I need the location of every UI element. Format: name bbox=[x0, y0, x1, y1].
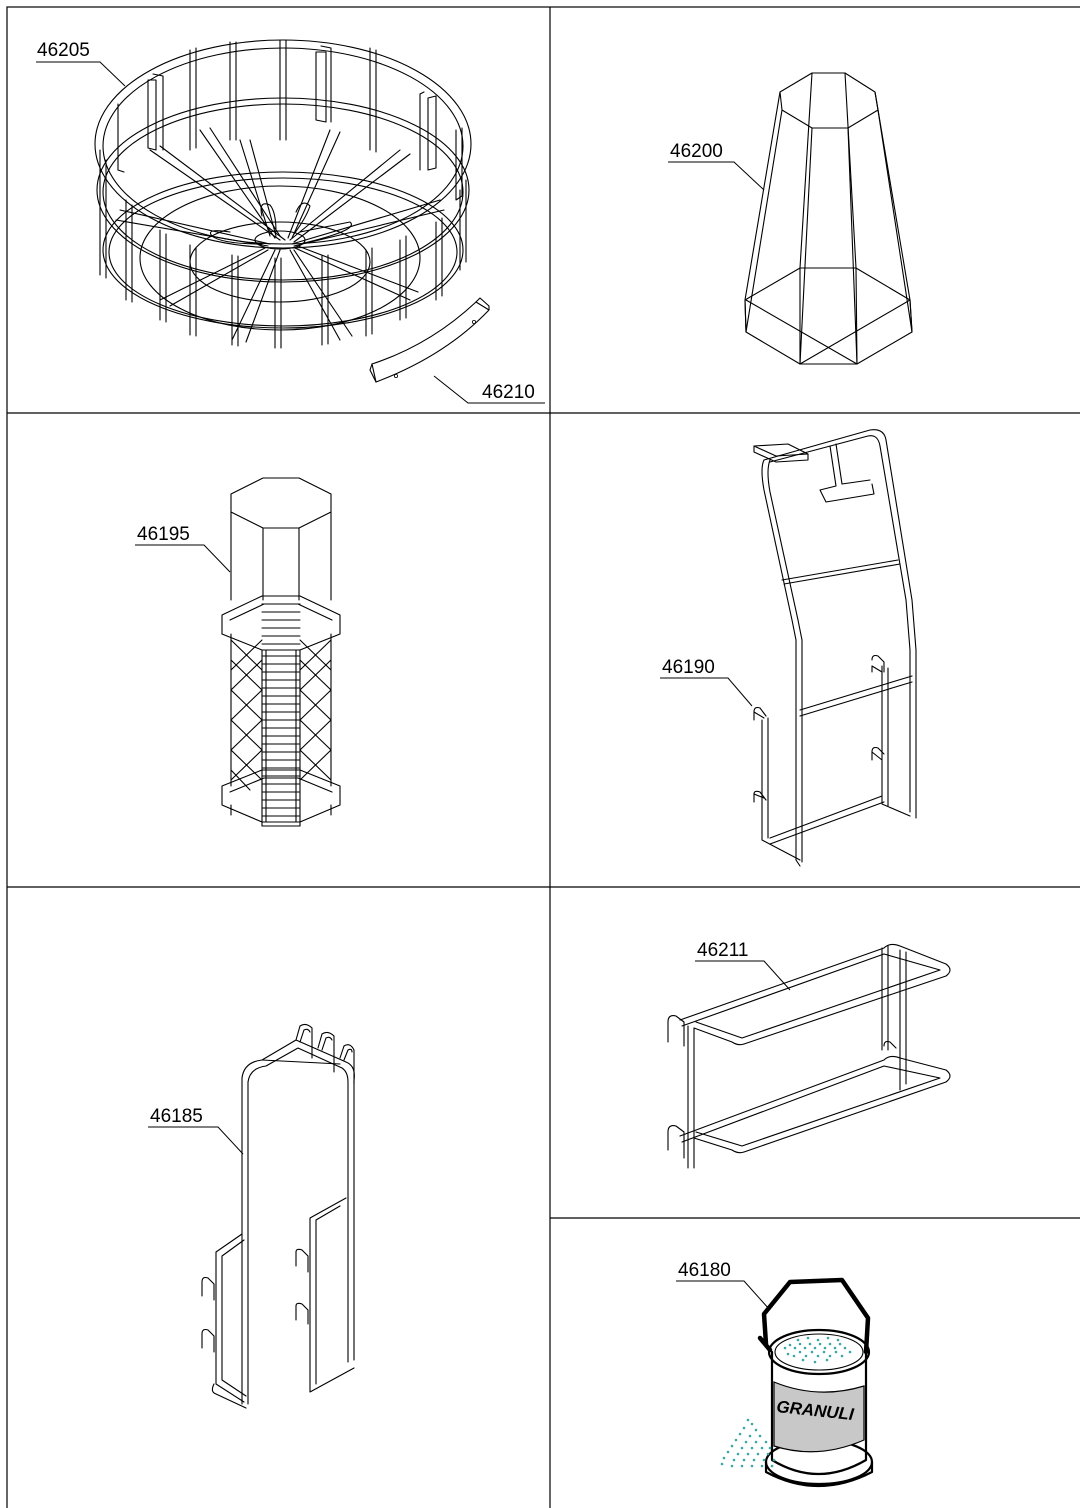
panel-cover: 46200 bbox=[668, 72, 913, 365]
octagonal-column-icon bbox=[221, 477, 341, 827]
label-46205: 46205 bbox=[36, 40, 126, 87]
part-code: 46180 bbox=[678, 1260, 731, 1281]
granules bbox=[783, 1336, 852, 1364]
part-code: 46200 bbox=[670, 141, 723, 162]
label-46190: 46190 bbox=[660, 657, 753, 707]
label-46200: 46200 bbox=[668, 141, 765, 191]
part-code: 46185 bbox=[150, 1106, 203, 1127]
double-rail-bracket-icon bbox=[667, 943, 951, 1169]
label-46195: 46195 bbox=[135, 524, 231, 573]
octagonal-cover-icon bbox=[744, 72, 913, 365]
part-code: 46205 bbox=[37, 40, 90, 61]
panel-column: 46195 bbox=[135, 477, 341, 827]
panel-rail: 46211 bbox=[667, 940, 951, 1169]
panel-grid bbox=[6, 6, 1080, 1508]
part-code: 46195 bbox=[137, 524, 190, 545]
granule-pile bbox=[720, 1418, 776, 1468]
label-46180: 46180 bbox=[676, 1260, 771, 1311]
wire-rack-icon bbox=[201, 1023, 355, 1409]
label-46210: 46210 bbox=[433, 375, 545, 404]
panel-hook-frame: 46190 bbox=[660, 429, 917, 867]
part-code: 46210 bbox=[482, 382, 535, 403]
label-46211: 46211 bbox=[695, 940, 791, 991]
panel-bucket: GRANULI bbox=[676, 1260, 874, 1487]
part-code: 46190 bbox=[662, 657, 715, 678]
granule-bucket-icon: GRANULI bbox=[720, 1277, 874, 1487]
part-code: 46211 bbox=[697, 940, 748, 961]
wire-panel-hooks-icon bbox=[753, 429, 917, 867]
panel-basket: 46205 46210 bbox=[36, 39, 545, 404]
panel-rack: 46185 bbox=[148, 1023, 355, 1409]
label-46185: 46185 bbox=[148, 1106, 244, 1155]
round-wire-basket-icon bbox=[94, 39, 472, 349]
curved-plate-icon bbox=[369, 297, 490, 383]
